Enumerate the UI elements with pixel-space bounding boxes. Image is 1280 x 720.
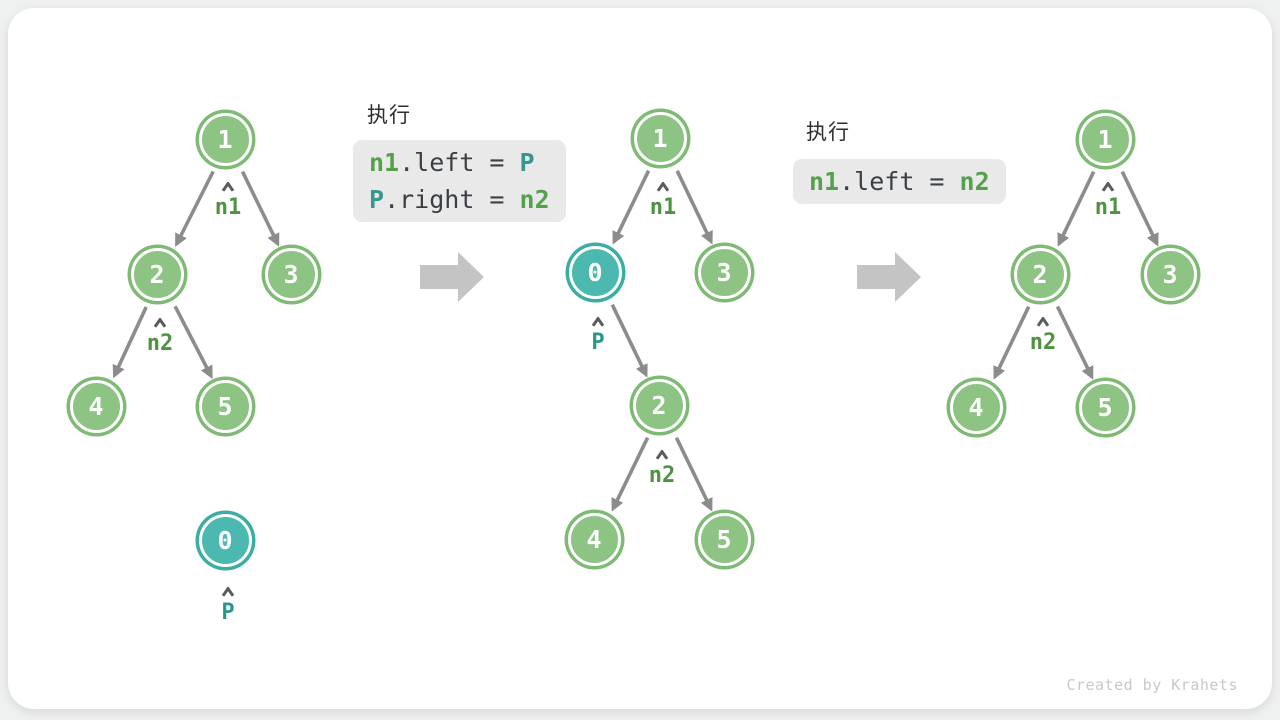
tree-edge-1-3 — [240, 170, 280, 247]
code-token: .left = — [839, 167, 960, 196]
pointer-n1: n1 — [204, 182, 252, 220]
tree-initial-node-0: 0 — [198, 513, 252, 567]
tree-after-remove-node-4: 4 — [949, 380, 1003, 434]
tree-edge-2-4 — [611, 436, 650, 512]
tree-edge-2-5 — [1055, 305, 1094, 380]
tree-edge-2-4 — [112, 306, 148, 379]
code-line: n1.left = P — [369, 144, 550, 181]
tree-after-insert-node-1: 1 — [633, 111, 687, 165]
code-title-1: 执行 — [367, 104, 411, 127]
tree-after-insert-node-0: 0 — [568, 245, 622, 299]
pointer-label: n2 — [146, 331, 174, 356]
pointer-label: n1 — [649, 195, 677, 220]
pointer-n2: n2 — [136, 318, 184, 356]
tree-after-remove-node-5: 5 — [1078, 380, 1132, 434]
tree-edge-1-2 — [1057, 170, 1096, 247]
code-title-2: 执行 — [806, 121, 850, 144]
pointer-n1: n1 — [1084, 182, 1132, 220]
tree-after-insert-node-2: 2 — [632, 378, 686, 432]
tree-after-remove-node-2: 2 — [1013, 247, 1067, 301]
tree-initial-node-1: 1 — [198, 112, 252, 166]
pointer-P: P — [574, 317, 622, 355]
code-token: .right = — [384, 185, 520, 214]
caret-up-icon — [656, 182, 670, 192]
tree-initial-node-3: 3 — [264, 247, 318, 301]
tree-after-remove-node-3: 3 — [1143, 247, 1197, 301]
caret-up-icon — [221, 587, 235, 597]
caret-up-icon — [1036, 317, 1050, 327]
code-token: n2 — [519, 185, 550, 214]
watermark-credit: Created by Krahets — [1066, 676, 1238, 694]
caret-up-icon — [153, 318, 167, 328]
pointer-label: n2 — [1029, 330, 1057, 355]
tree-after-remove-node-1: 1 — [1078, 112, 1132, 166]
caret-up-icon — [655, 450, 669, 460]
pointer-label: P — [591, 330, 605, 355]
tree-after-insert-node-3: 3 — [697, 245, 751, 299]
caret-up-icon — [221, 182, 235, 192]
tree-edge-2-4 — [993, 305, 1031, 380]
tree-edge-1-3 — [675, 170, 713, 245]
code-token: P — [369, 185, 385, 214]
tree-edge-0-2 — [610, 303, 648, 378]
tree-edge-1-2 — [174, 170, 215, 247]
code-token: n2 — [959, 167, 990, 196]
pointer-label: n1 — [214, 195, 242, 220]
tree-initial-node-2: 2 — [130, 247, 184, 301]
tree-after-insert-node-5: 5 — [697, 512, 751, 566]
pointer-n2: n2 — [1019, 317, 1067, 355]
pointer-n1: n1 — [639, 182, 687, 220]
caret-up-icon — [591, 317, 605, 327]
tree-edge-1-3 — [1120, 170, 1159, 247]
code-line: P.right = n2 — [369, 181, 550, 218]
code-token: n1 — [369, 148, 400, 177]
tree-initial-node-5: 5 — [198, 379, 252, 433]
transition-arrow-icon — [420, 252, 484, 302]
transition-arrow-icon — [857, 252, 921, 302]
code-token: .left = — [399, 148, 520, 177]
tree-edge-2-5 — [674, 436, 713, 512]
code-line: n1.left = n2 — [809, 163, 990, 200]
pointer-P: P — [204, 587, 252, 625]
pointer-n2: n2 — [638, 450, 686, 488]
pointer-label: n1 — [1094, 195, 1122, 220]
code-token: P — [519, 148, 535, 177]
code-snippet-2: n1.left = n2 — [793, 159, 1006, 204]
caret-up-icon — [1101, 182, 1115, 192]
tree-initial-node-4: 4 — [69, 379, 123, 433]
tree-after-insert-node-4: 4 — [567, 512, 621, 566]
code-token: n1 — [809, 167, 840, 196]
pointer-label: P — [221, 600, 235, 625]
tree-edge-2-5 — [173, 305, 213, 379]
pointer-label: n2 — [648, 463, 676, 488]
tree-edge-1-0 — [612, 169, 651, 245]
